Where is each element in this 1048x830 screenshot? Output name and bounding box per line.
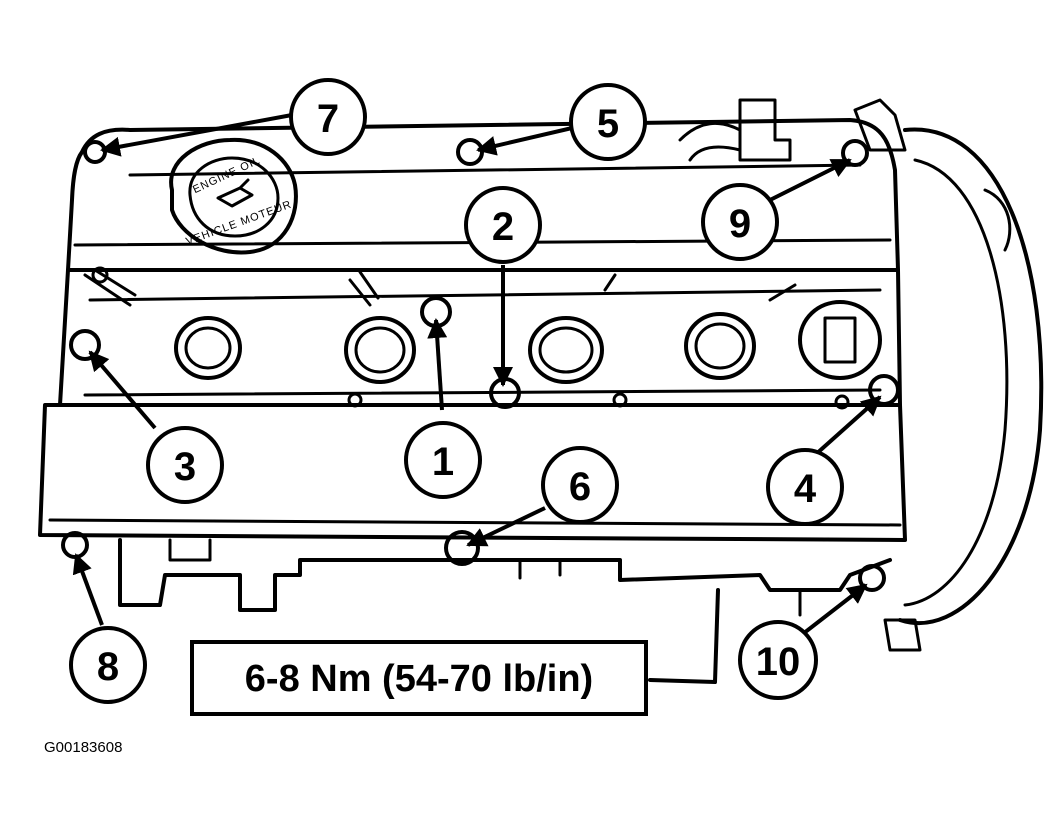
leader-lines	[72, 113, 882, 642]
leader-5	[476, 126, 573, 156]
cover-lower-flange	[48, 518, 902, 527]
bolt-7	[83, 140, 107, 164]
callout-4-label: 4	[794, 467, 817, 511]
cap-outline	[169, 137, 298, 255]
wire-harness	[678, 121, 742, 162]
spark-plug-well-4	[684, 312, 756, 380]
leader-3	[88, 350, 157, 430]
cap-inner	[188, 156, 280, 238]
cover-lower-outline	[38, 403, 907, 542]
callout-1-label: 1	[432, 440, 454, 484]
callout-1: 1	[404, 421, 482, 499]
valve-cover-illustration: ENGINE OIL VEHICLE MOTEUR	[38, 98, 1044, 684]
timing-cover-inner	[903, 158, 1009, 607]
callouts: 1 2 3 4 5 6 7 8	[69, 78, 844, 704]
lower-bracket	[168, 538, 562, 580]
callout-9: 9	[701, 183, 779, 261]
callout-3: 3	[146, 426, 224, 504]
callout-10: 10	[738, 620, 818, 700]
leader-8	[72, 553, 104, 626]
bolt-10	[858, 564, 886, 592]
cover-rib-top	[128, 163, 862, 177]
spark-plug-well-2	[344, 316, 416, 384]
cover-lower-rib	[83, 388, 882, 397]
callout-2-label: 2	[492, 205, 514, 249]
callout-5: 5	[569, 83, 647, 161]
stud-bracket-left	[83, 268, 137, 307]
leader-10	[793, 583, 868, 642]
oil-filler-cap: ENGINE OIL VEHICLE MOTEUR	[169, 137, 298, 255]
cover-upper-outline	[66, 118, 900, 272]
bolt-9	[841, 139, 869, 167]
stud-bracket-right	[603, 273, 797, 302]
bolt-6	[444, 530, 480, 566]
oil-can-icon	[216, 178, 254, 208]
cam-sensor-port	[798, 300, 882, 380]
spark-plug-well-1	[174, 316, 242, 380]
leader-1	[427, 318, 448, 411]
callout-6: 6	[541, 446, 619, 524]
connector-housing	[738, 98, 792, 162]
spark-plug-well-3	[528, 316, 604, 384]
torque-spec-box: 6-8 Nm (54-70 lb/in)	[190, 640, 648, 716]
leader-7	[100, 113, 293, 157]
callout-6-label: 6	[569, 465, 591, 509]
callout-5-label: 5	[597, 102, 619, 146]
bracket-top-right	[853, 98, 907, 152]
callout-7: 7	[289, 78, 367, 156]
timing-cover-lip	[983, 188, 1012, 252]
callout-3-label: 3	[174, 445, 196, 489]
callout-8-label: 8	[97, 645, 119, 689]
callout-7-label: 7	[317, 97, 339, 141]
callout-2: 2	[464, 186, 542, 264]
spark-plug-wells	[174, 300, 882, 384]
timing-cover-outline	[898, 127, 1044, 626]
lower-housing	[118, 538, 892, 612]
stud-bracket-center	[348, 270, 380, 307]
cover-middle-rib	[88, 288, 882, 302]
callout-10-label: 10	[756, 640, 801, 684]
torque-bracket-line	[648, 588, 720, 684]
leader-4	[813, 395, 882, 457]
sensor-lower-right	[883, 618, 922, 652]
callout-4: 4	[766, 448, 844, 526]
bolt-4	[868, 374, 900, 406]
figure-id: G00183608	[44, 739, 122, 756]
bolt-3	[69, 329, 101, 361]
leader-6	[466, 506, 546, 547]
callout-8: 8	[69, 626, 147, 704]
leader-9	[769, 158, 852, 202]
callout-9-label: 9	[729, 202, 751, 246]
torque-spec-text: 6-8 Nm (54-70 lb/in)	[245, 658, 593, 700]
bolt-5	[456, 138, 484, 166]
